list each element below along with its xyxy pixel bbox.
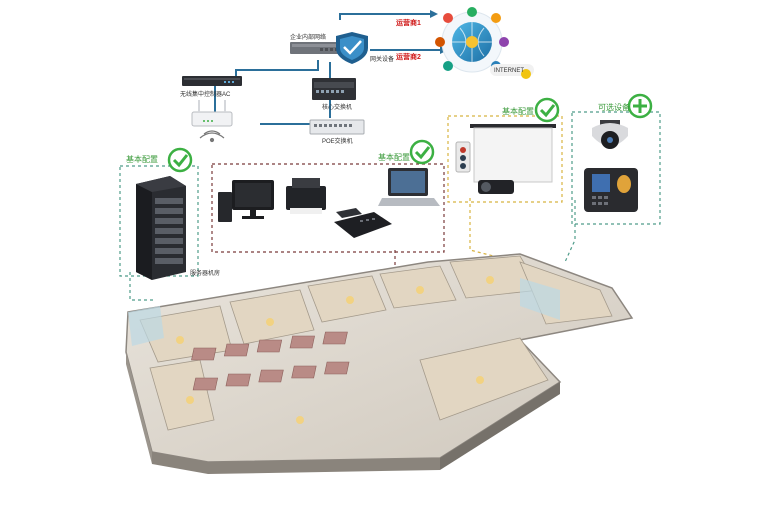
wireless-ap-device[interactable]: [191, 100, 233, 127]
plus-circle-icon: [627, 93, 653, 119]
connector-office: [394, 250, 411, 281]
ac-controller-device[interactable]: [182, 76, 242, 86]
isp1-label: 运营商1: [396, 20, 421, 27]
optional-zone-box: [571, 111, 661, 225]
laptop-device[interactable]: [378, 168, 440, 206]
check-circle-icon: [409, 139, 435, 165]
core-switch-label: 核心交换机: [322, 105, 353, 111]
gateway-label: 网关设备: [370, 57, 395, 63]
zone-connectors: [129, 198, 576, 301]
link-gateway-isp1: [339, 13, 430, 20]
fingerprint-terminal-device[interactable]: [584, 168, 638, 212]
wifi-icon: [199, 130, 225, 143]
internet-label: INTERNET: [494, 68, 524, 74]
check-circle-icon: [167, 147, 193, 173]
control-panel-device[interactable]: [455, 141, 471, 173]
server-rack-device[interactable]: [136, 176, 186, 280]
poe-switch-device[interactable]: [309, 119, 365, 135]
server-zone-box: [119, 165, 199, 277]
firewall-label: 企业内部网络: [290, 35, 327, 41]
internet-globe-icon: [435, 7, 534, 79]
printer-device[interactable]: [286, 178, 326, 214]
poe-switch-label: POE交换机: [322, 139, 353, 145]
isp2-label: 运营商2: [396, 54, 421, 61]
ac-controller-label: 无线集中控制器AC: [180, 92, 231, 98]
link-ac-gateway: [235, 60, 319, 78]
desk-phone-device[interactable]: [334, 208, 392, 238]
server-room-label: 服务器机房: [190, 271, 221, 277]
connector-server: [129, 272, 155, 301]
arrow-isp1: [430, 10, 438, 18]
network-links: [214, 13, 440, 125]
office-floorplan: [125, 253, 634, 474]
projector-screen-device[interactable]: [470, 124, 556, 183]
projector-device[interactable]: [478, 180, 514, 194]
check-circle-icon: [534, 97, 560, 123]
office-zone-title: 基本配置: [378, 153, 410, 162]
shield-icon: [336, 32, 368, 64]
optional-zone-title: 可选设备: [598, 103, 630, 112]
meeting-zone-box: [447, 115, 563, 203]
core-switch-device[interactable]: [312, 78, 356, 100]
office-zone-box: [211, 163, 445, 253]
security-camera-device[interactable]: [592, 120, 628, 149]
server-zone-title: 基本配置: [126, 155, 158, 164]
meeting-zone-title: 基本配置: [502, 107, 534, 116]
connector-optional: [564, 200, 576, 263]
desktop-computer-device[interactable]: [218, 180, 274, 222]
